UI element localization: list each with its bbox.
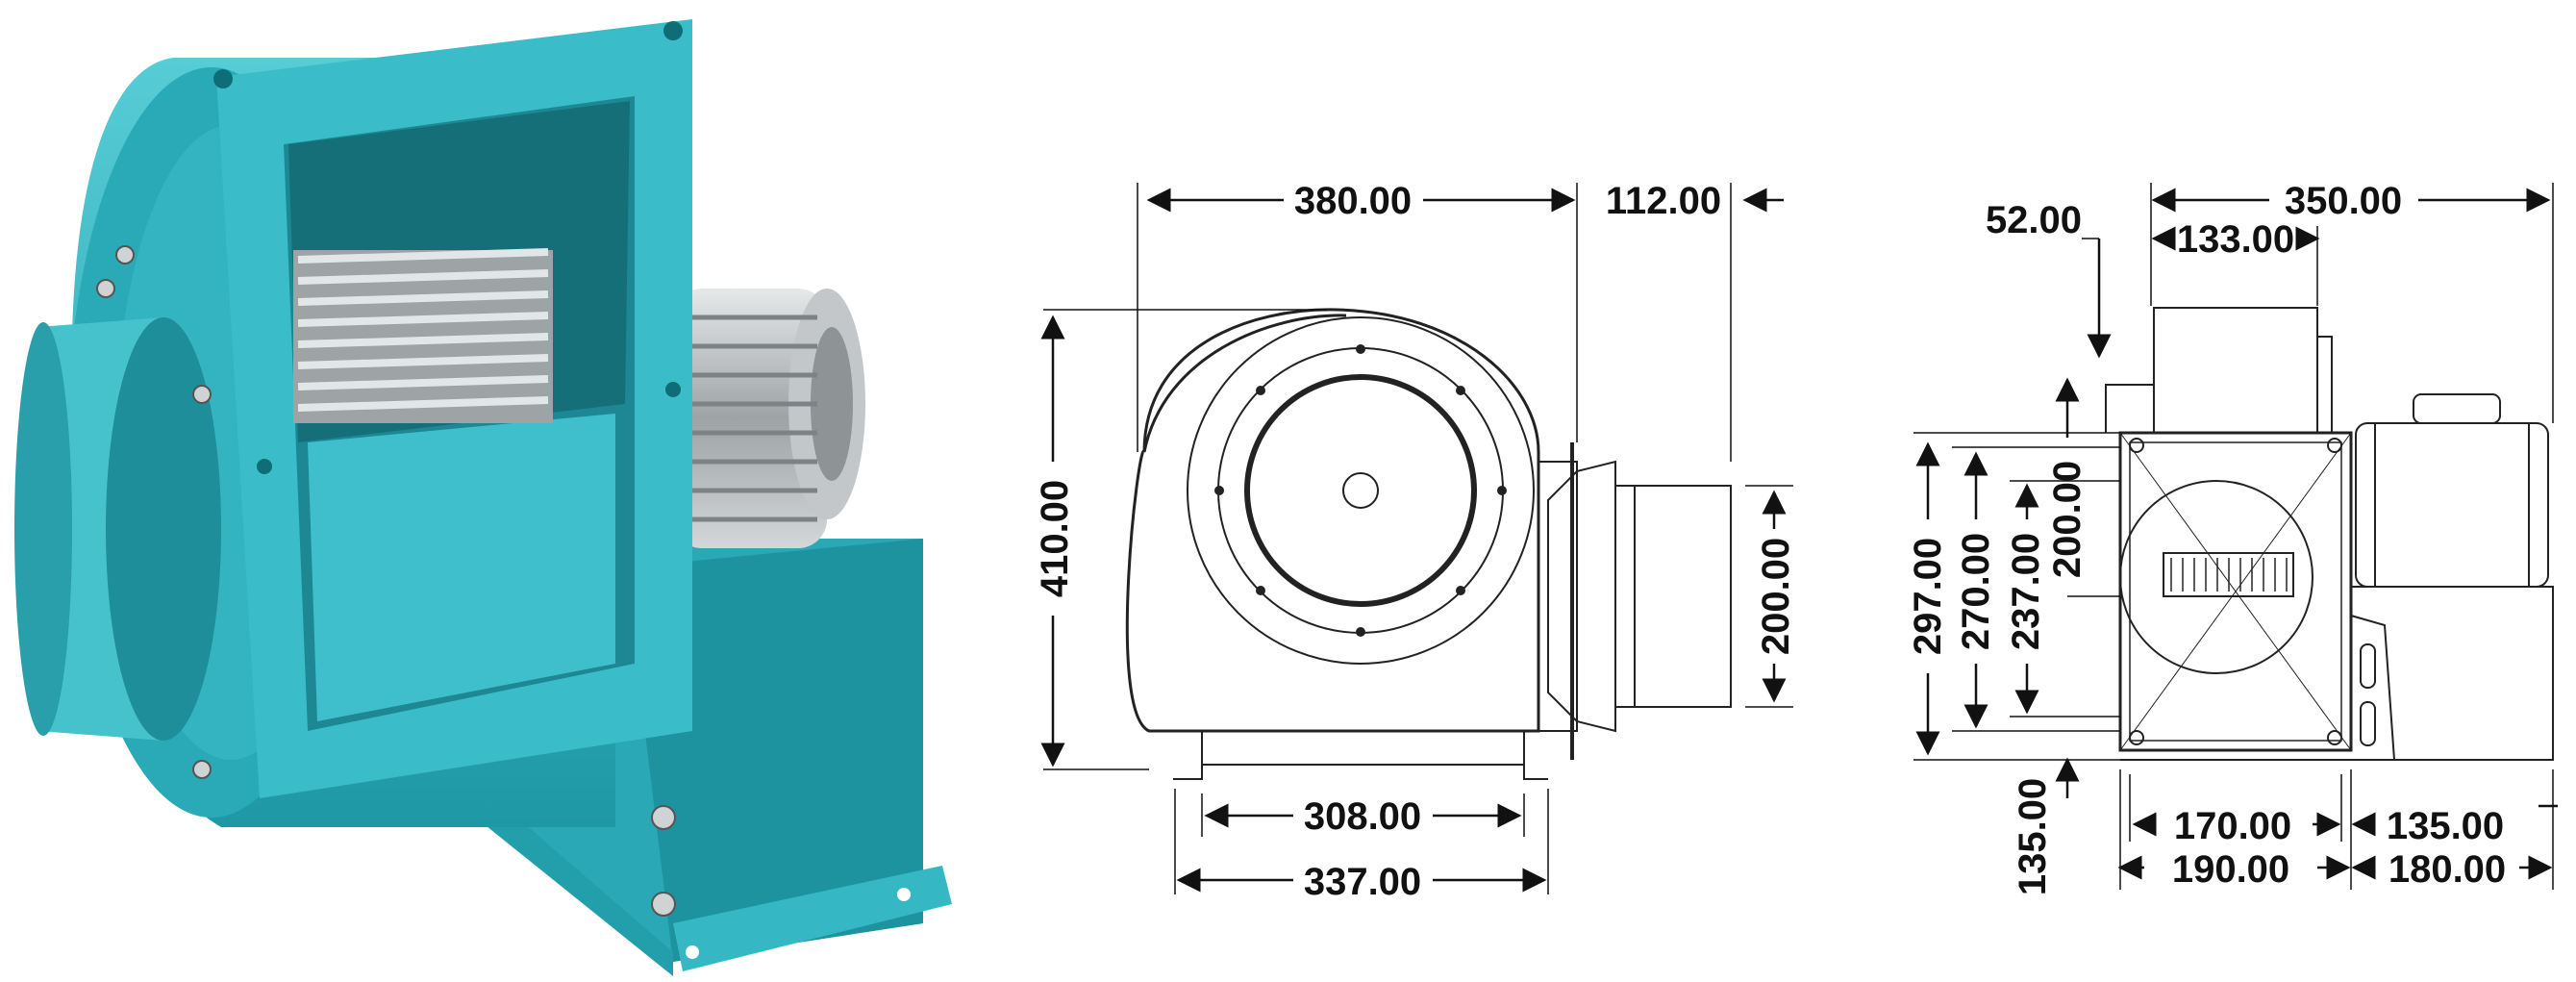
- front-view-dimensions: [1913, 183, 2558, 890]
- front-base: [2120, 586, 2554, 761]
- front-view-drawing: [2105, 307, 2554, 761]
- inlet-duct: [14, 317, 221, 741]
- motor: [673, 289, 865, 548]
- side-base: [1173, 730, 1548, 780]
- frame-bolts: [2129, 438, 2342, 745]
- side-view-drawing: [1125, 308, 1732, 780]
- dim-350: 350.00: [2285, 180, 2402, 222]
- dim-200-front: 200.00: [2046, 461, 2088, 578]
- front-frame: [2118, 431, 2353, 752]
- dim-410: 410.00: [1034, 480, 1076, 597]
- outlet-section: [1538, 442, 1732, 760]
- impeller-circle: [2119, 480, 2313, 674]
- dim-380: 380.00: [1294, 180, 1412, 222]
- dim-135-vertical: 135.00: [2012, 778, 2054, 895]
- dim-270: 270.00: [1955, 533, 1997, 650]
- dim-190: 190.00: [2172, 848, 2289, 891]
- dim-337: 337.00: [1304, 861, 1421, 903]
- dim-200-side: 200.00: [1755, 538, 1797, 655]
- shaft-hub: [1342, 472, 1379, 509]
- top-outlet-box: [2153, 307, 2318, 434]
- side-view-labels: 380.00 112.00 410.00 200.00 308.00 337.0…: [1034, 180, 1797, 903]
- motor-drawing: [2355, 393, 2549, 588]
- dim-170: 170.00: [2174, 805, 2291, 847]
- dim-135-horizontal: 135.00: [2387, 805, 2504, 847]
- scroll-housing-outline: [1125, 308, 1540, 733]
- dim-308: 308.00: [1304, 795, 1421, 838]
- dim-133: 133.00: [2177, 218, 2294, 261]
- dim-237: 237.00: [2005, 533, 2047, 650]
- inlet-ring: [1244, 374, 1477, 607]
- housing-ring-outer: [1187, 316, 1535, 665]
- dim-112: 112.00: [1606, 180, 1721, 222]
- impeller: [293, 248, 553, 423]
- dim-180: 180.00: [2388, 848, 2506, 891]
- blower-photo: [14, 19, 952, 976]
- dim-52: 52.00: [1986, 199, 2082, 241]
- bolts: [96, 245, 676, 917]
- side-view-dimensions: [1040, 183, 1793, 894]
- dim-297: 297.00: [1907, 538, 1949, 655]
- ring-bolts: [1214, 344, 1507, 637]
- front-view-labels: 350.00 52.00 133.00 297.00 270.00 237.00…: [1907, 180, 2506, 895]
